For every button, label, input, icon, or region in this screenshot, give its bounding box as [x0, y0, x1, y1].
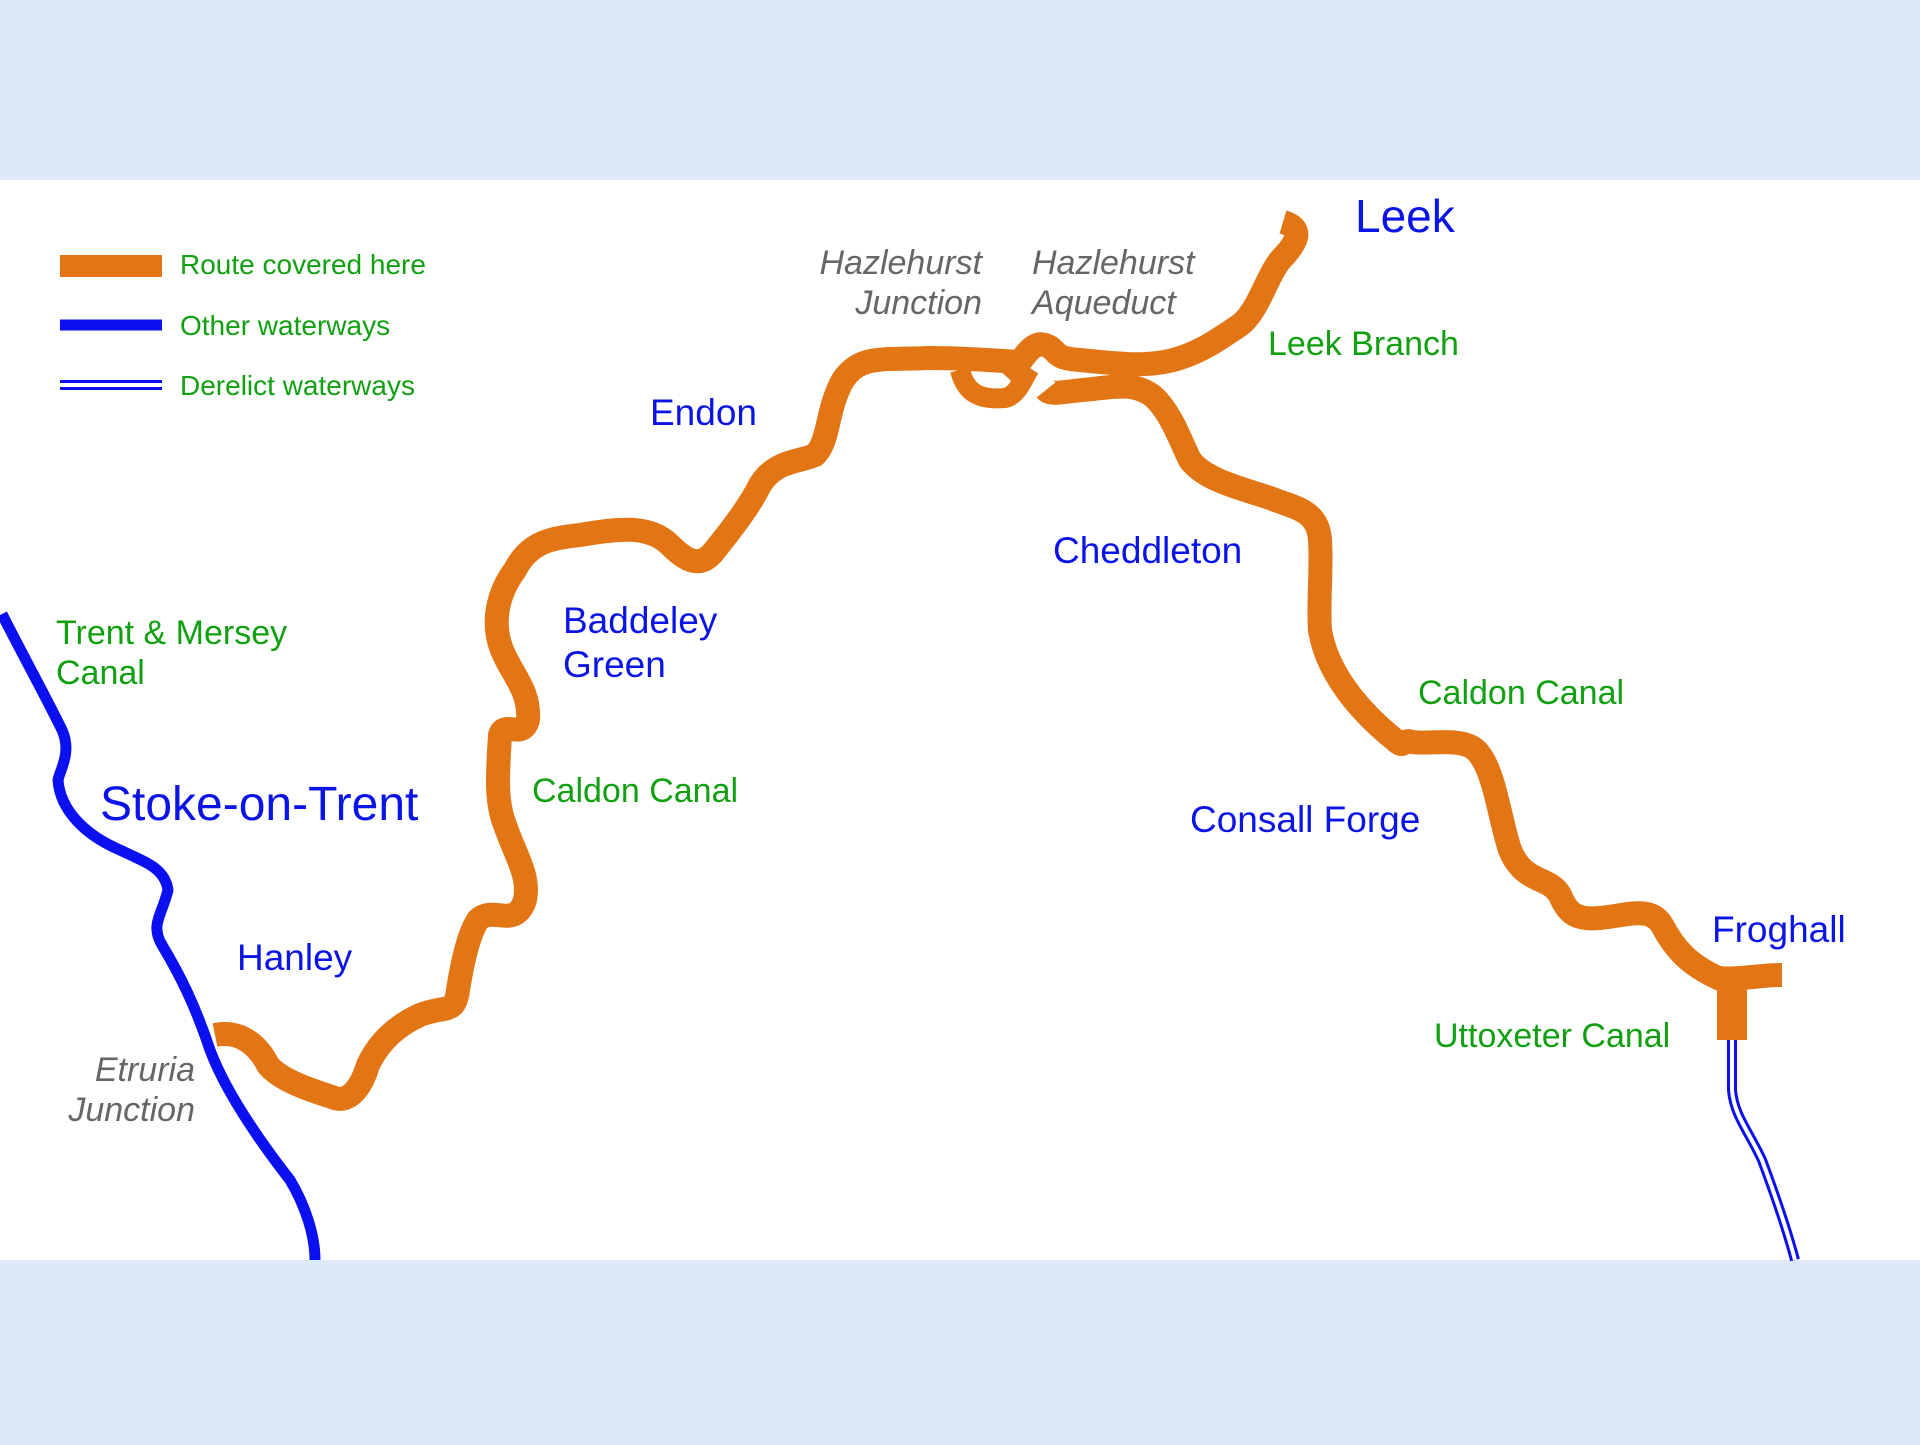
label-uttoxeter-canal: Uttoxeter Canal	[1434, 1017, 1670, 1055]
bottom-band	[0, 1260, 1920, 1440]
uttoxeter-canal-derelict-line-inner	[1730, 1040, 1797, 1261]
label-hazlehurst-aqueduct-2: Aqueduct	[1030, 284, 1177, 322]
label-etruria-junction-1: Etruria	[95, 1051, 195, 1089]
top-band	[0, 0, 1920, 180]
caldon-canal-route-east	[1036, 374, 1740, 997]
label-baddeley-2: Green	[563, 644, 666, 685]
legend-route-label: Route covered here	[180, 249, 426, 280]
label-hazlehurst-junction-1: Hazlehurst	[819, 244, 983, 282]
label-stoke-on-trent: Stoke-on-Trent	[100, 778, 418, 831]
label-etruria-junction-2: Junction	[67, 1091, 195, 1129]
label-leek: Leek	[1355, 190, 1456, 242]
map-background	[0, 180, 1920, 1260]
label-endon: Endon	[650, 392, 757, 433]
caldon-canal-route-west	[212, 346, 1019, 1111]
label-hazlehurst-aqueduct-1: Hazlehurst	[1032, 244, 1196, 282]
legend-other-label: Other waterways	[180, 310, 390, 341]
trent-mersey-canal-line	[0, 611, 321, 1261]
label-consall-forge: Consall Forge	[1190, 799, 1420, 840]
hazlehurst-loop	[950, 362, 1039, 409]
leek-branch-route	[998, 210, 1309, 387]
label-caldon-canal-east: Caldon Canal	[1418, 674, 1624, 712]
label-froghall: Froghall	[1712, 909, 1846, 950]
label-hazlehurst-junction-2: Junction	[854, 284, 982, 322]
label-trent-mersey-2: Canal	[56, 654, 145, 692]
label-caldon-canal-west: Caldon Canal	[532, 772, 738, 810]
label-hanley: Hanley	[237, 937, 353, 978]
legend-derelict-label: Derelict waterways	[180, 370, 415, 401]
label-baddeley-1: Baddeley	[563, 600, 718, 641]
label-trent-mersey-1: Trent & Mersey	[56, 614, 287, 652]
label-leek-branch: Leek Branch	[1268, 325, 1459, 363]
label-cheddleton: Cheddleton	[1053, 530, 1242, 571]
froghall-basin	[1717, 985, 1747, 1040]
froghall-terminus-line	[1716, 963, 1783, 991]
